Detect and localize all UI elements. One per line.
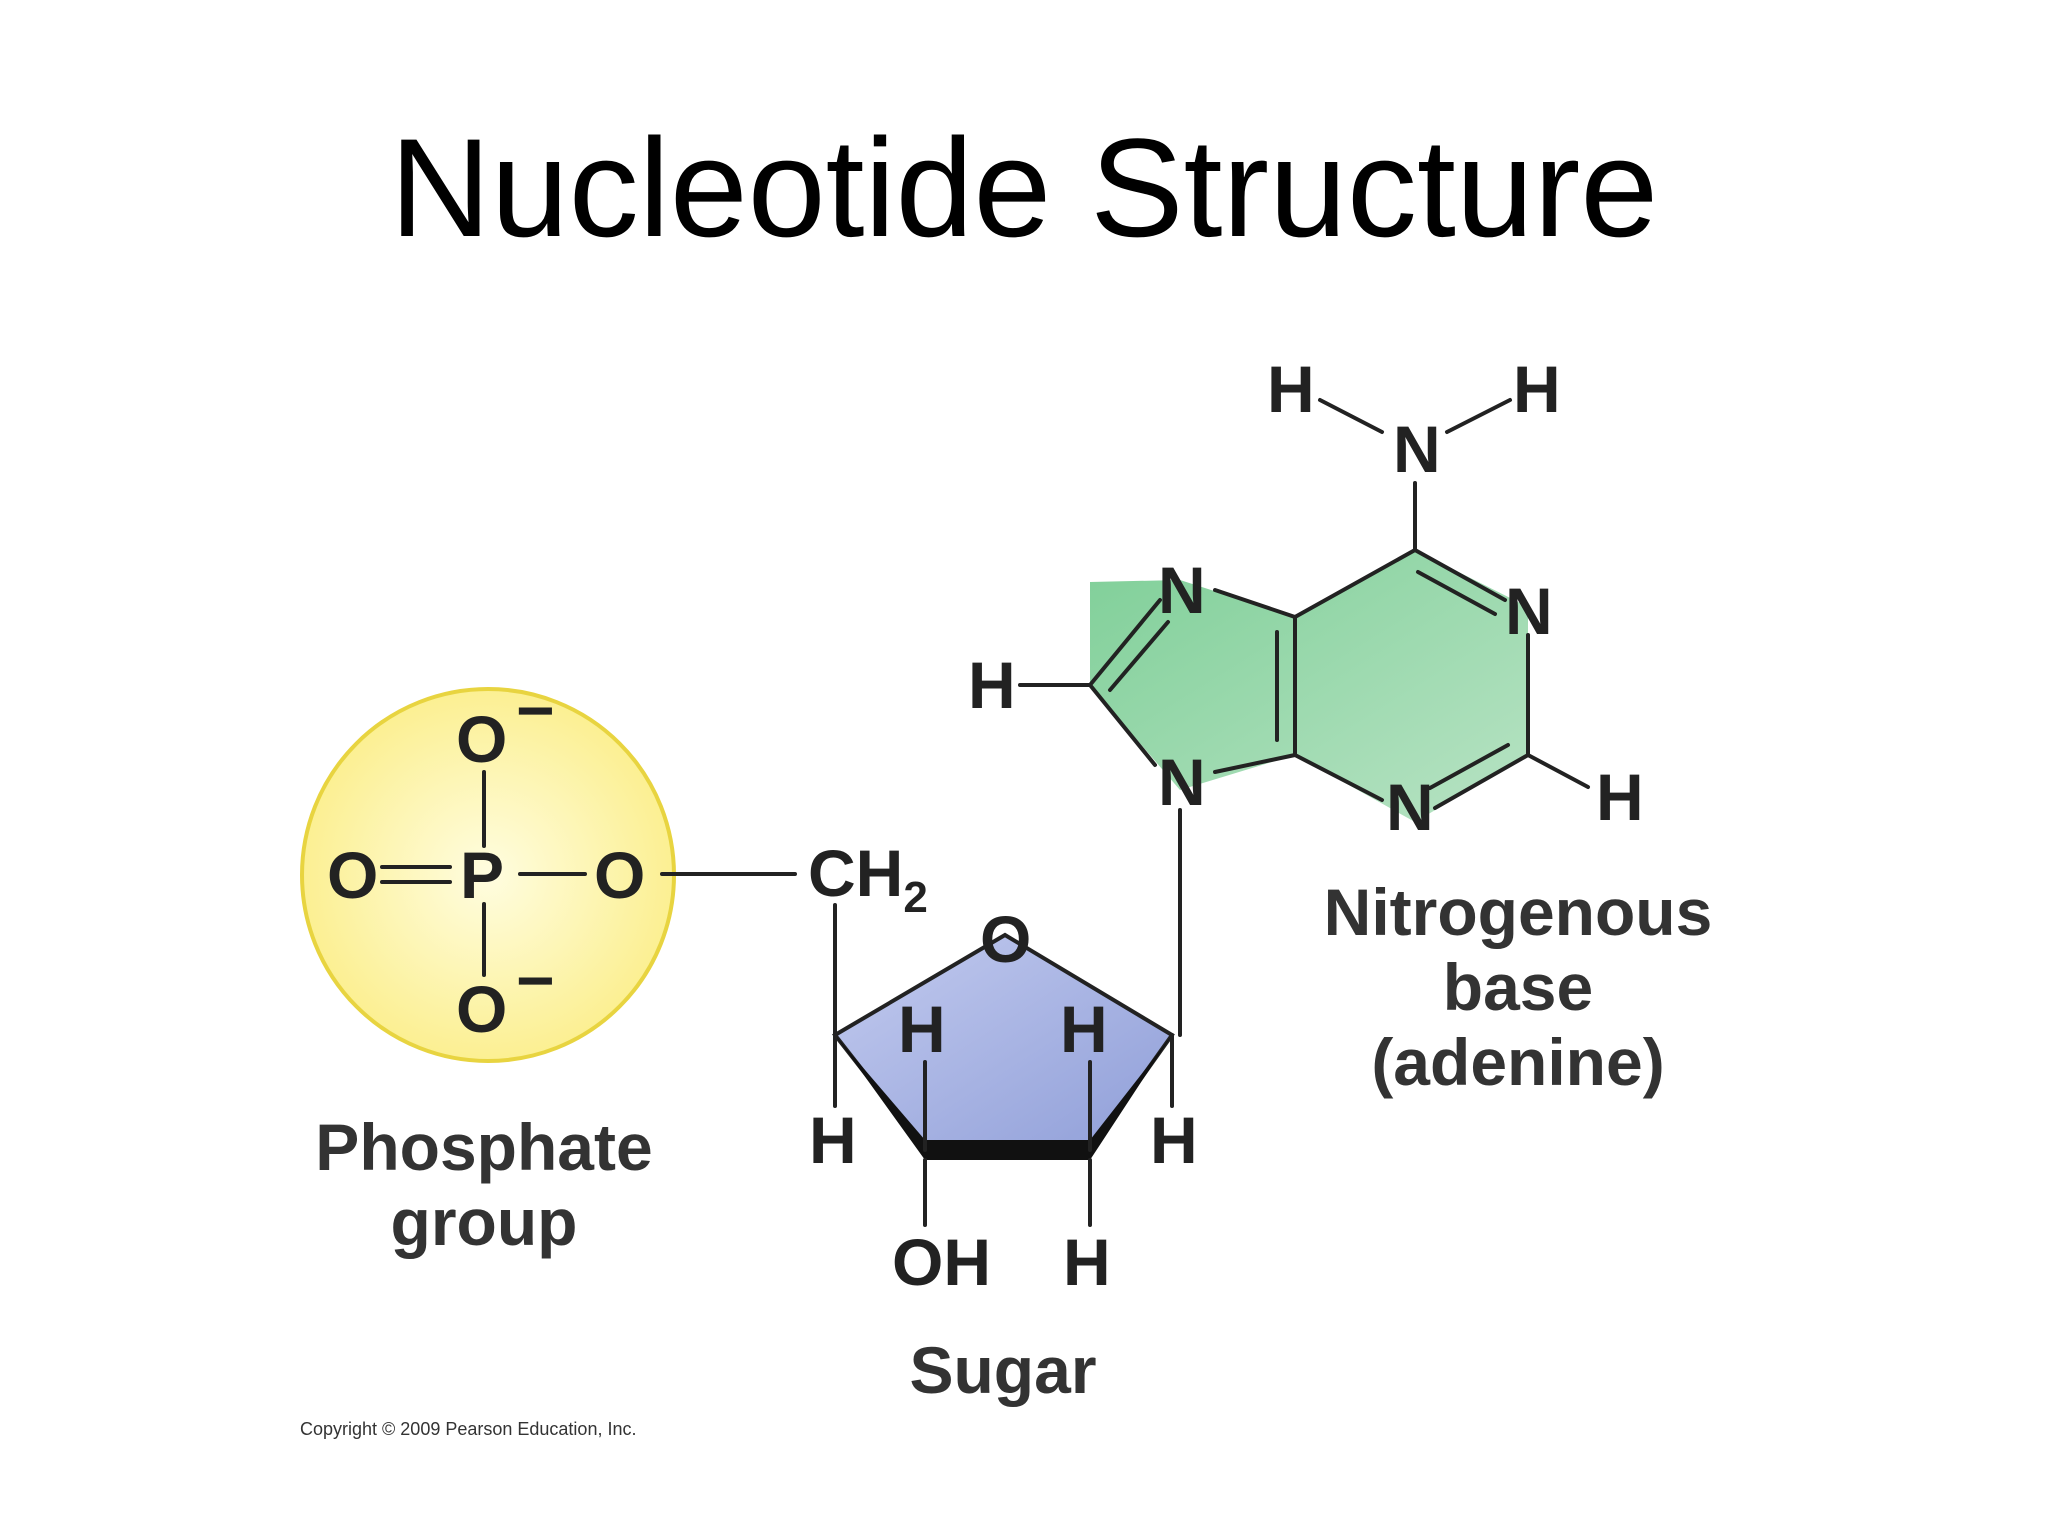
- base-label-line3: (adenine): [1371, 1025, 1664, 1099]
- bond-c2-n3: [1433, 753, 1530, 810]
- bond-amino-h-left: [1318, 398, 1384, 434]
- sugar-h-left: H: [809, 1103, 857, 1177]
- bond-n7-c8: [1088, 598, 1162, 687]
- phosphate-p: P: [460, 838, 504, 912]
- bond-n3-c4: [1293, 753, 1384, 802]
- base-fill: [1090, 550, 1528, 822]
- sugar-ring-o: O: [980, 902, 1031, 976]
- base-n3: N: [1386, 770, 1434, 844]
- base-h8: H: [968, 648, 1016, 722]
- base-amino-h-right: H: [1513, 352, 1561, 426]
- sugar-group: CH2 O H H H H OH H Sugar: [808, 836, 1198, 1407]
- phosphate-group: O − O P O O − Phosphate group: [300, 673, 797, 1259]
- phosphate-o-left: O: [327, 838, 378, 912]
- phosphate-o-bottom: O: [456, 972, 507, 1046]
- bond-c2-n3-double: [1428, 743, 1510, 790]
- bond-n9-c4: [1213, 753, 1297, 774]
- phosphate-o-top: O: [456, 702, 507, 776]
- sugar-h-upper-right: H: [1060, 992, 1108, 1066]
- base-amino-n: N: [1393, 412, 1441, 486]
- base-group: H H N N N H N N H Nitrogenous base (aden…: [968, 352, 1712, 1099]
- sugar-h-bottom: H: [1063, 1225, 1111, 1299]
- phosphate-label-line1: Phosphate: [315, 1110, 652, 1184]
- base-n9: N: [1158, 745, 1206, 819]
- sugar-h-upper-left: H: [898, 992, 946, 1066]
- bond-c5-c6: [1293, 548, 1417, 619]
- bond-c5-n7: [1213, 588, 1297, 619]
- sugar-h-right: H: [1150, 1103, 1198, 1177]
- base-n1: N: [1505, 574, 1553, 648]
- phosphate-o-bottom-charge: −: [516, 943, 555, 1017]
- sugar-ch2: CH2: [808, 836, 928, 922]
- bond-c2-h: [1526, 753, 1590, 789]
- bond-c6-n1: [1413, 548, 1507, 602]
- sugar-oh: OH: [892, 1225, 991, 1299]
- phosphate-o-right: O: [594, 838, 645, 912]
- phosphate-o-top-charge: −: [516, 673, 555, 747]
- phosphate-label-line2: group: [391, 1185, 578, 1259]
- base-n7: N: [1158, 553, 1206, 627]
- sugar-label: Sugar: [909, 1333, 1096, 1407]
- copyright: Copyright © 2009 Pearson Education, Inc.: [300, 1419, 636, 1439]
- bond-amino-h-right: [1445, 398, 1512, 434]
- base-label-line2: base: [1443, 950, 1593, 1024]
- bond-c8-n9: [1088, 683, 1157, 767]
- bond-n7-c8-double: [1108, 620, 1170, 692]
- bond-c6-n1-double: [1416, 570, 1497, 616]
- base-label-line1: Nitrogenous: [1324, 875, 1713, 949]
- base-amino-h-left: H: [1267, 352, 1315, 426]
- slide-title: Nucleotide Structure: [389, 109, 1659, 266]
- base-h2: H: [1596, 760, 1644, 834]
